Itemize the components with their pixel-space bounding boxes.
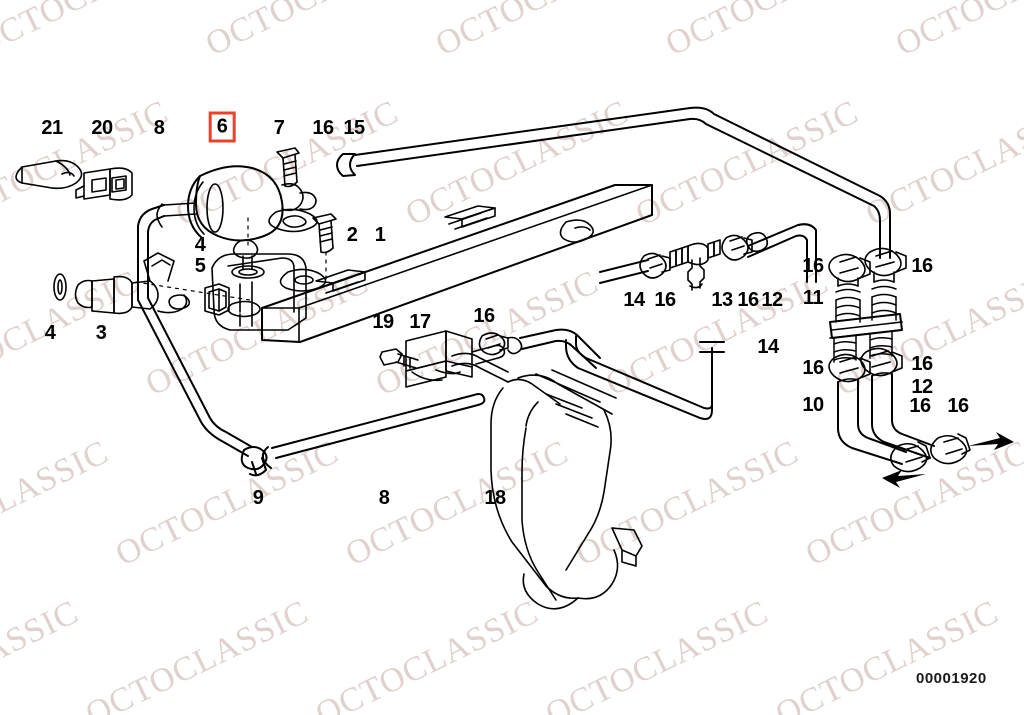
callout-20[interactable]: 20 bbox=[91, 117, 113, 139]
callout-15[interactable]: 15 bbox=[343, 117, 365, 139]
callout-16[interactable]: 16 bbox=[654, 289, 676, 311]
injector-connector-20 bbox=[75, 167, 133, 201]
o-ring-4 bbox=[231, 265, 265, 279]
fuel-rail-1 bbox=[261, 184, 653, 343]
hose-clamp-16c bbox=[890, 442, 928, 473]
callout-4[interactable]: 4 bbox=[194, 234, 206, 256]
vacuum-hose-14b bbox=[565, 335, 725, 420]
connector-boot-21 bbox=[15, 159, 83, 190]
callout-16[interactable]: 16 bbox=[312, 117, 334, 139]
idle-control-valve-17 bbox=[405, 330, 509, 388]
callout-13[interactable]: 13 bbox=[711, 289, 733, 311]
callout-9[interactable]: 9 bbox=[252, 487, 264, 509]
callout-17[interactable]: 17 bbox=[409, 311, 431, 333]
callout-8[interactable]: 8 bbox=[153, 117, 165, 139]
vacuum-hose-8b bbox=[261, 393, 486, 469]
callout-19[interactable]: 19 bbox=[372, 311, 394, 333]
flow-arrows bbox=[882, 432, 1014, 488]
vent-assembly-right bbox=[828, 247, 971, 473]
callout-8[interactable]: 8 bbox=[378, 487, 390, 509]
hose-clamp-16b bbox=[721, 234, 749, 261]
fuel-injector-3 bbox=[53, 252, 191, 315]
screw-19 bbox=[379, 348, 419, 369]
vacuum-pipe-15 bbox=[336, 106, 891, 259]
callout-3[interactable]: 3 bbox=[95, 322, 107, 344]
hose-clamp-16a bbox=[639, 252, 667, 279]
callout-14[interactable]: 14 bbox=[757, 336, 779, 358]
callout-12[interactable]: 12 bbox=[761, 289, 783, 311]
o-ring-4b bbox=[53, 273, 67, 301]
clip-5 bbox=[204, 283, 230, 316]
callout-16[interactable]: 16 bbox=[947, 395, 969, 417]
hose-clamp-16-valve bbox=[478, 332, 523, 356]
callout-16[interactable]: 16 bbox=[802, 357, 824, 379]
callout-4[interactable]: 4 bbox=[44, 322, 56, 344]
callout-11[interactable]: 11 bbox=[802, 287, 824, 309]
callout-2[interactable]: 2 bbox=[346, 224, 358, 246]
diagram-part-number: 00001920 bbox=[916, 670, 987, 687]
callout-16[interactable]: 16 bbox=[737, 289, 759, 311]
callout-16[interactable]: 16 bbox=[802, 255, 824, 277]
vacuum-hose-8 bbox=[137, 204, 268, 477]
hose-bundle-right bbox=[599, 231, 769, 291]
screw-7 bbox=[276, 147, 300, 188]
hose-clamp-16d bbox=[930, 434, 968, 465]
callout-1[interactable]: 1 bbox=[374, 224, 386, 246]
callout-6-highlighted[interactable]: 6 bbox=[208, 111, 236, 143]
callout-12[interactable]: 12 bbox=[911, 376, 933, 398]
callout-7[interactable]: 7 bbox=[273, 117, 285, 139]
callout-18[interactable]: 18 bbox=[484, 487, 506, 509]
callout-21[interactable]: 21 bbox=[41, 117, 63, 139]
callout-14[interactable]: 14 bbox=[623, 289, 645, 311]
callout-16[interactable]: 16 bbox=[911, 255, 933, 277]
screw-2 bbox=[312, 213, 337, 254]
callout-16[interactable]: 16 bbox=[911, 353, 933, 375]
callout-5[interactable]: 5 bbox=[194, 255, 206, 277]
vacuum-pipe-12-upper bbox=[747, 223, 817, 283]
callout-10[interactable]: 10 bbox=[802, 394, 824, 416]
callout-16[interactable]: 16 bbox=[473, 305, 495, 327]
intake-manifold bbox=[490, 369, 643, 610]
callout-16[interactable]: 16 bbox=[909, 395, 931, 417]
regulator-bracket bbox=[204, 253, 327, 331]
